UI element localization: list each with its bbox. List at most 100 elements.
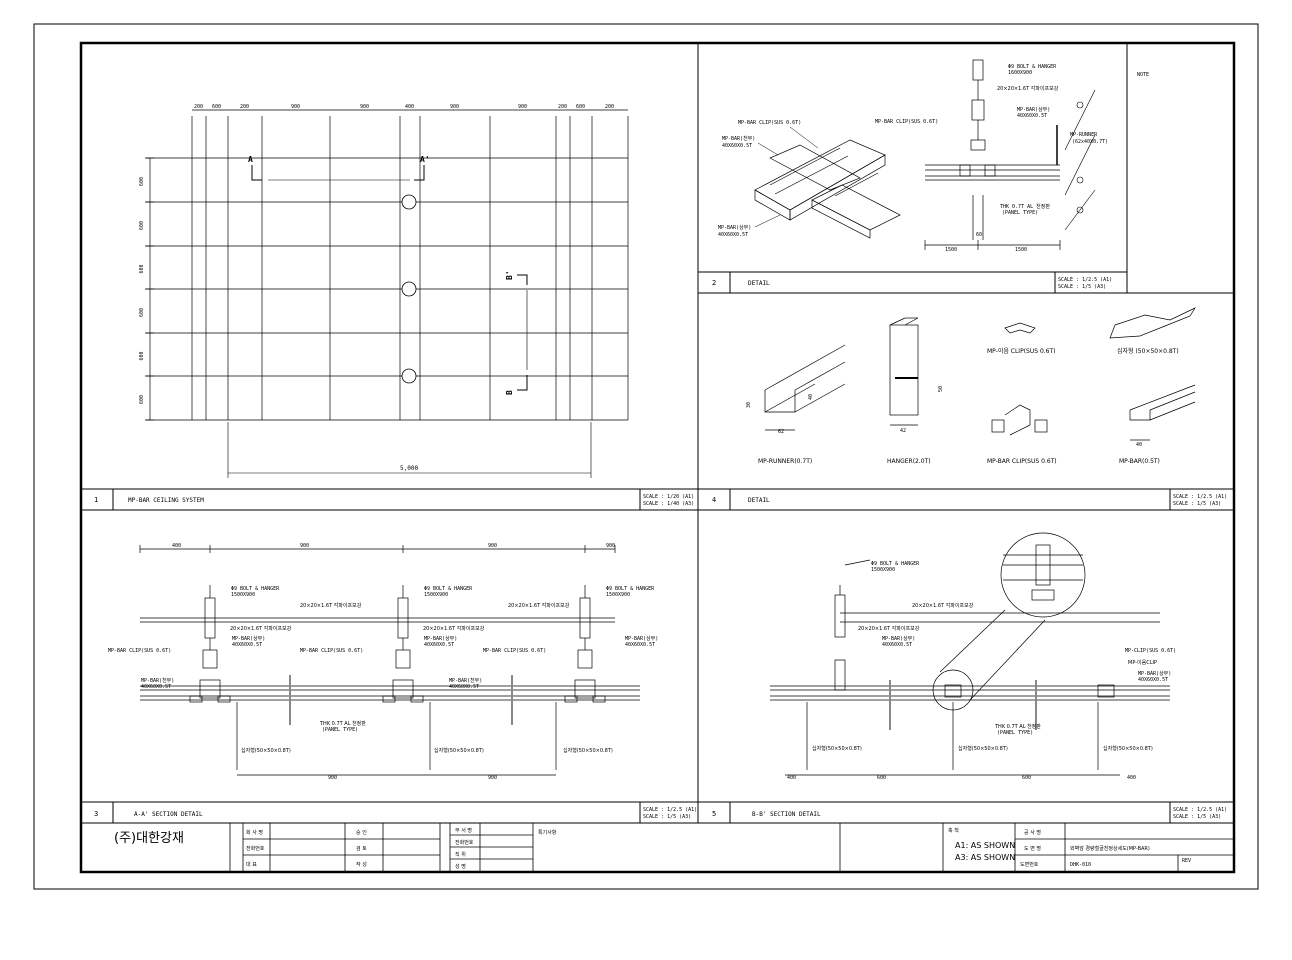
plan-top-dim: 900 (291, 104, 300, 110)
bb-cross-label: 십자형(50×50×0.8T) (812, 745, 862, 752)
section-b2-label: B' (505, 270, 514, 280)
tb-cell-b: 작 성 (356, 861, 367, 868)
panel5-scale-a1: SCALE : 1/2.5 (A1) (1173, 807, 1227, 813)
plan-top-dim: 200 (558, 104, 567, 110)
plan-left-dim: 600 (139, 177, 145, 186)
aa-bar-low-label: MP-BAR(천부) (141, 677, 174, 684)
bb-bottom-dim: 400 (787, 775, 796, 781)
aa-bar-low-size: 40X60X0.5T (141, 684, 171, 690)
aa-pipe-label: 20×20×1.6T 각파이프보강 (300, 602, 362, 609)
panel1-scale-a3: SCALE : 1/40 (A3) (643, 501, 694, 507)
panel5-scale-a3: SCALE : 1/5 (A3) (1173, 814, 1221, 820)
hanger-point (401, 368, 417, 384)
aa-bar-top-size: 40X60X0.5T (625, 642, 655, 648)
panel4-scale-a3: SCALE : 1/5 (A3) (1173, 501, 1221, 507)
sec-runner-label: MP-RUNNER (1070, 132, 1098, 138)
bb-pipe-label: 20×20×1.6T 각파이프보강 (912, 602, 974, 609)
plan-top-dim: 200 (605, 104, 614, 110)
plan-top-dim: 600 (212, 104, 221, 110)
plan-left-dim: 600 (139, 395, 145, 404)
bb-bolt-spacing: 1500X900 (871, 567, 895, 573)
panel2-title: DETAIL (748, 280, 770, 287)
plan-left-dim: 600 (139, 221, 145, 230)
plan-top-dim: 900 (360, 104, 369, 110)
plan-hanger-circles (401, 194, 417, 384)
aa-pipe-label: 20×20×1.6T 각파이프보강 (508, 602, 570, 609)
aa-bar-low-label: MP-BAR(천부) (449, 677, 482, 684)
hanger-point (401, 281, 417, 297)
aa-clip-label: MP-BAR CLIP(SUS 0.6T) (300, 648, 363, 654)
drawing-number-label: 도면번호 (1020, 861, 1039, 868)
iso-bar-bottom-label: MP-BAR(상부) (718, 224, 751, 231)
plan-top-dim: 900 (518, 104, 527, 110)
aa-cross-label: 십자형(50×50×0.8T) (434, 747, 484, 754)
aa-bolt-label: Φ9 BOLT & HANGER (231, 586, 280, 592)
bb-bar-top2-size: 40X60X0.5T (1138, 677, 1168, 683)
tb-cell-c: 직 위 (455, 851, 466, 858)
bb-panel-type: (PANEL TYPE) (997, 730, 1033, 736)
plan-top-dim: 200 (240, 104, 249, 110)
panel2-scale-a3: SCALE : 1/5 (A3) (1058, 284, 1106, 290)
hanger-dim-h: 50 (938, 386, 944, 392)
panel1-number: 1 (94, 496, 98, 504)
rev-label: REV (1182, 858, 1191, 864)
sec-dim-mid: 60 (976, 232, 982, 238)
sec-panel-label: THK 0.7T AL 천정판 (1000, 203, 1050, 210)
aa-bolt-label: Φ9 BOLT & HANGER (606, 586, 655, 592)
overall-dimension-text: 5,000 (400, 465, 418, 472)
scale-a3-value: A3: AS SHOWN (955, 853, 1015, 862)
aa-cross-label: 십자형(50×50×0.8T) (563, 747, 613, 754)
panel5-number: 5 (712, 810, 716, 818)
aa-bolt-spacing: 1500X900 (606, 592, 630, 598)
aa-top-dim: 400 (172, 543, 181, 549)
part-label: 십자형 (50×50×0.8T) (1117, 347, 1179, 355)
bb-panel-label: THK 0.7T AL 천정판 (994, 723, 1041, 730)
panel3-title: A-A' SECTION DETAIL (134, 811, 203, 818)
plan-left-dim: 600 (139, 308, 145, 317)
panel3-number: 3 (94, 810, 98, 818)
aa-panel-label: THK 0.7T AL 천정판 (319, 720, 366, 727)
drawing-border (79, 41, 1236, 874)
iso-leaders (754, 126, 819, 228)
plan-ceiling-grid (145, 109, 629, 421)
tb-cell-c: 전화번호 (455, 839, 474, 846)
bb-bar-top2-label: MP-BAR(상부) (1138, 670, 1171, 677)
aa-top-dim: 900 (300, 543, 309, 549)
runner-dim-h: 40 (808, 394, 814, 400)
part-label: MP-BAR(0.5T) (1119, 458, 1160, 465)
panel2-number: 2 (712, 279, 716, 287)
aa-clip-label: MP-BAR CLIP(SUS 0.6T) (108, 648, 171, 654)
bb-bar-top-size: 40X60X0.5T (882, 642, 912, 648)
aa-bar-top-label: MP-BAR(상부) (232, 635, 265, 642)
scale-label: 축 척 (948, 827, 959, 834)
tb-cell-b: 승 인 (356, 829, 367, 836)
plan-left-dim: 600 (139, 351, 145, 360)
bb-bolt-label: Φ9 BOLT & HANGER (871, 561, 920, 567)
bb-pipe-label: 20×20×1.6T 각파이프보강 (858, 625, 920, 632)
bb-joint-label: MP-이음CLIP (1128, 659, 1157, 666)
plan-top-dim: 600 (576, 104, 585, 110)
section-a-label: A (248, 155, 253, 164)
drawing-name-value: 외벽암 경량철골천정상세도(MP-BAR) (1070, 845, 1150, 852)
sec-bolt-spacing: 1600X900 (1008, 70, 1032, 76)
aa-top-dim: 900 (488, 543, 497, 549)
sec-bar-label: MP-BAR(상부) (1017, 106, 1050, 113)
panel3-scale-a3: SCALE : 1/5 (A3) (643, 814, 691, 820)
hanger-dim-w: 42 (900, 428, 906, 434)
aa-bottom-dim: 900 (488, 775, 497, 781)
bb-bottom-dim: 600 (877, 775, 886, 781)
overall-dimension (227, 422, 592, 478)
part-label: HANGER(2.0T) (887, 458, 931, 465)
tb-cell-c: 성 명 (455, 863, 466, 870)
bb-bar-top-label: MP-BAR(상부) (882, 635, 915, 642)
company-name: (주)대한강재 (114, 831, 184, 846)
aa-pipe-label: 20×20×1.6T 각파이프보강 (423, 625, 485, 632)
remarks-label: 특기사항 (538, 829, 557, 836)
panel4-title: DETAIL (748, 497, 770, 504)
aa-cross-label: 십자형(50×50×0.8T) (241, 747, 291, 754)
tb-cell-b: 검 토 (356, 845, 367, 852)
aa-section-drawing (139, 545, 640, 776)
part-label: MP-RUNNER(0.7T) (758, 458, 812, 465)
panel4-number: 4 (712, 496, 716, 504)
